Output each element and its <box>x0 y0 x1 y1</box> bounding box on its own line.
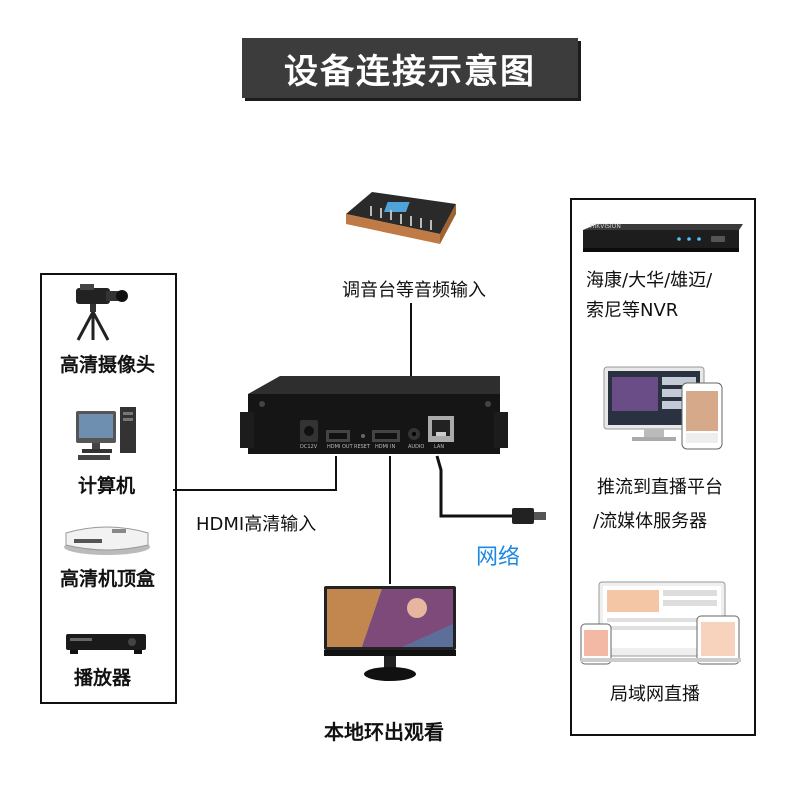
set-top-box-icon <box>64 526 150 555</box>
port-label-hdmi-in: HDMI IN <box>375 444 396 450</box>
port-label-hdmi-out: HDMI OUT <box>327 444 353 450</box>
streaming-label-line2: /流媒体服务器 <box>593 511 708 532</box>
hdmi-input-label: HDMI高清输入 <box>196 514 317 535</box>
input-sources-panel <box>40 273 177 704</box>
port-label-lan: LAN <box>434 444 445 450</box>
port-label-audio: AUDIO <box>408 444 425 450</box>
camera-label: 高清摄像头 <box>60 354 156 376</box>
lan-cable <box>435 455 513 518</box>
nvr-icon <box>583 224 743 252</box>
audio-mixer-icon <box>346 192 456 244</box>
computer-label: 计算机 <box>78 475 136 497</box>
set-top-box-label: 高清机顶盒 <box>60 568 156 590</box>
rj45-plug <box>512 508 534 524</box>
nvr-label-line2: 索尼等NVR <box>586 300 679 321</box>
audio-mixer-label: 调音台等音频输入 <box>342 280 486 301</box>
media-player-icon <box>66 634 146 654</box>
media-player-label: 播放器 <box>74 667 132 689</box>
port-label-reset: RESET <box>354 444 371 450</box>
port-label-dc: DC12V <box>300 444 318 450</box>
computer-icon <box>76 407 136 460</box>
encoder-device <box>240 376 508 454</box>
hdmi-input-cable <box>173 456 337 491</box>
nvr-label-line1: 海康/大华/雄迈/ <box>586 270 713 291</box>
camera-icon <box>76 284 128 341</box>
lan-live-icon <box>580 581 741 665</box>
monitor-icon <box>324 586 456 681</box>
streaming-label-line1: 推流到直播平台 <box>597 477 723 498</box>
network-label: 网络 <box>476 545 521 570</box>
streaming-platform-icon <box>603 366 723 450</box>
diagram-title: 设备连接示意图 <box>242 38 578 98</box>
lan-live-label: 局域网直播 <box>610 684 700 705</box>
nvr-brand: HIKVISION <box>590 223 621 230</box>
monitor-label: 本地环出观看 <box>324 720 444 744</box>
